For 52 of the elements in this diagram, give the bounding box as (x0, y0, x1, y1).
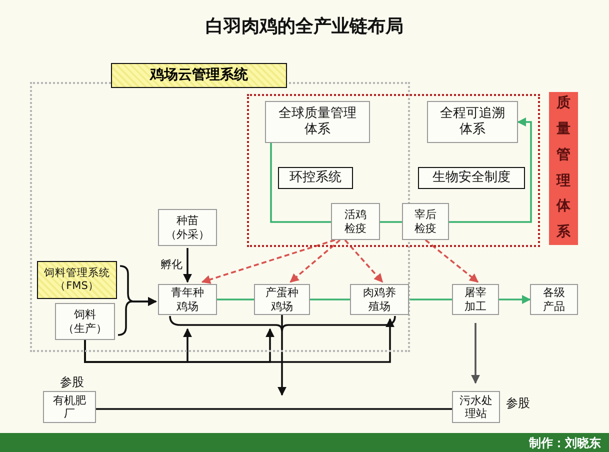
process-box (43, 391, 96, 423)
system-title-tag: 鸡场云管理系统 (111, 63, 287, 88)
node-label: 饲料管理系统（FMS） (43, 266, 111, 294)
node-label: 质量管理体系 (556, 94, 570, 242)
process-box (55, 303, 115, 340)
node-label: 环控系统 (290, 170, 342, 186)
arrow (344, 239, 384, 283)
node-label: 全球质量管理体系 (278, 106, 358, 138)
node-label: 肉鸡养殖场 (362, 286, 397, 313)
node-label: （外采） (166, 228, 210, 241)
arrow (84, 318, 394, 363)
arrow (424, 239, 479, 283)
arrow (278, 315, 286, 396)
author-credit: 制作：刘晓东 (529, 435, 601, 452)
node-label: 各级产品 (542, 286, 566, 313)
process-box (331, 203, 380, 240)
arrow (499, 295, 531, 304)
process-box (254, 284, 310, 315)
process-box (452, 391, 500, 423)
arrow (449, 118, 532, 223)
process-box (278, 167, 353, 189)
node-label: 生物安全制度 (432, 170, 510, 186)
process-box (452, 284, 499, 315)
node-label: （生产） (63, 322, 107, 335)
node-label: 有机肥厂 (52, 394, 87, 420)
node-label: 种苗 (176, 214, 198, 228)
process-box (158, 284, 217, 315)
diagram-title: 白羽肉鸡的全产业链布局 (204, 15, 404, 38)
node-label: 活鸡检疫 (344, 208, 368, 235)
node-label: 污水处理站 (458, 394, 494, 420)
node-label: 饲料 (74, 308, 96, 322)
arrow (290, 239, 341, 283)
node-label: 宰后检疫 (414, 208, 438, 235)
process-box (350, 284, 409, 315)
node-note: 参股 (506, 395, 530, 412)
quality-banner (549, 92, 578, 245)
process-box (427, 101, 518, 143)
node-label: 产蛋种鸡场 (264, 286, 300, 313)
process-box (530, 284, 578, 315)
process-box (402, 203, 449, 240)
process-box (265, 101, 370, 143)
arrow (183, 248, 192, 283)
arrow (471, 323, 480, 384)
process-box (158, 209, 217, 246)
node-label: 全程可追溯体系 (439, 106, 506, 138)
arrow (201, 239, 336, 284)
process-box (418, 167, 525, 189)
node-label: 青年种鸡场 (170, 286, 205, 313)
node-label: 屠宰加工 (464, 286, 488, 313)
edge-label: 孵化 (160, 257, 184, 272)
system-box (37, 261, 117, 299)
node-note: 参股 (60, 374, 84, 391)
